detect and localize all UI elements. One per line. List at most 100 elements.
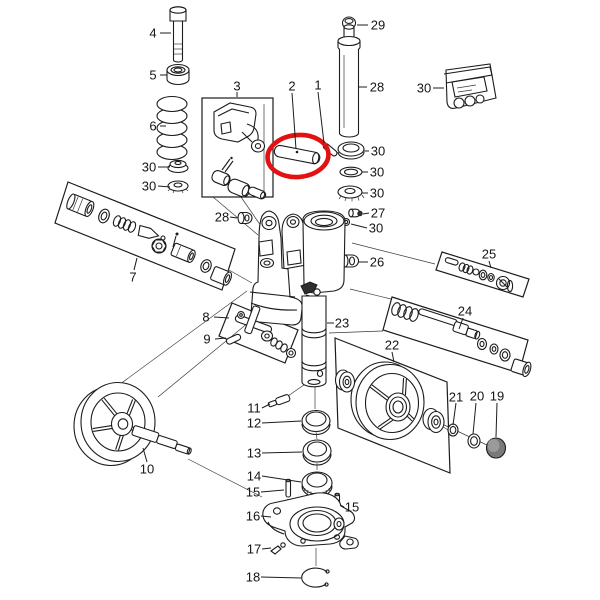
part-9-pin <box>225 333 242 345</box>
part-2-pin <box>273 144 321 165</box>
leader-line-15 <box>260 489 285 493</box>
part-3-bracket-assembly <box>211 102 267 200</box>
part-label-22: 22 <box>385 338 399 353</box>
leader-line-25 <box>488 260 492 269</box>
part-label-15: 15 <box>246 485 260 500</box>
part-30-ribbed-washer <box>337 185 365 202</box>
leader-line-10 <box>142 447 148 463</box>
part-10-axle <box>131 425 192 455</box>
part-label-11: 11 <box>247 401 261 416</box>
part-28-cap-nut <box>237 211 253 225</box>
part-22-bearing-right <box>422 407 445 434</box>
part-6-spring <box>156 95 188 161</box>
part-label-28: 28 <box>215 210 229 225</box>
leader-line-19 <box>495 402 498 438</box>
part-label-4: 4 <box>149 26 156 41</box>
part-28-ram-cylinder <box>337 24 361 138</box>
part-30-seal-kit-bag <box>443 63 497 109</box>
part-8-lever-assembly <box>234 305 297 359</box>
leader-line-12 <box>261 420 302 424</box>
leader-line-14 <box>261 475 302 483</box>
part-30-seal-ring <box>337 141 365 160</box>
part-label-3: 3 <box>233 79 240 94</box>
leader-line-16 <box>260 515 272 518</box>
leader-line-1 <box>317 91 325 144</box>
part-16-base-plate <box>262 492 359 550</box>
part-label-28: 28 <box>370 80 384 95</box>
part-label-30: 30 <box>370 186 384 201</box>
part-7-valve-kit <box>66 193 232 286</box>
part-label-6: 6 <box>149 119 156 134</box>
part-label-5: 5 <box>149 68 156 83</box>
part-20-ring <box>467 433 481 449</box>
leader-line-27 <box>362 212 370 215</box>
part-17-grease-fitting <box>270 542 286 555</box>
part-label-2: 2 <box>288 79 295 94</box>
part-19-cap <box>485 437 507 459</box>
part-label-20: 20 <box>470 389 484 404</box>
part-label-16: 16 <box>246 509 260 524</box>
part-22-wheel <box>350 361 425 441</box>
leader-line-28 <box>229 216 238 219</box>
part-4-bolt <box>169 6 187 63</box>
part-22-bearing-left <box>334 369 356 393</box>
part-label-30: 30 <box>369 221 383 236</box>
highlight-ellipse <box>265 132 331 180</box>
leader-line-11 <box>261 403 271 409</box>
part-label-19: 19 <box>490 389 504 404</box>
part-label-23: 23 <box>335 316 349 331</box>
leader-line-20 <box>472 402 477 435</box>
leader-line-18 <box>260 576 302 579</box>
leader-line-21 <box>452 402 457 426</box>
part-label-7: 7 <box>129 270 136 285</box>
group-box-7 <box>54 181 236 291</box>
part-5-bushing <box>166 63 190 86</box>
leader-line-13 <box>261 451 303 454</box>
leader-line-30 <box>157 185 171 188</box>
part-30-washer-upper <box>167 159 189 174</box>
part-18-retaining-ring <box>301 567 330 588</box>
part-10-wheel <box>73 381 192 467</box>
part-label-10: 10 <box>140 462 154 477</box>
group-box-22 <box>334 337 451 474</box>
part-13-cup-seal <box>302 439 332 466</box>
part-label-1: 1 <box>314 78 321 93</box>
part-11-pin <box>267 394 291 408</box>
part-30-flat-ring <box>339 166 363 178</box>
part-30-washer-lower <box>167 180 189 194</box>
part-label-9: 9 <box>203 332 210 347</box>
part-label-24: 24 <box>458 304 472 319</box>
part-label-8: 8 <box>202 310 209 325</box>
group-box-25 <box>435 251 530 298</box>
part-label-14: 14 <box>247 469 261 484</box>
part-label-26: 26 <box>370 255 384 270</box>
part-label-30: 30 <box>417 81 431 96</box>
leader-line-2 <box>291 92 297 150</box>
part-15-pin-left <box>285 478 292 498</box>
pump-body <box>249 210 346 326</box>
part-label-30: 30 <box>370 165 384 180</box>
part-label-29: 29 <box>371 18 385 33</box>
part-label-27: 27 <box>371 206 385 221</box>
leader-line-8 <box>213 316 230 319</box>
part-label-25: 25 <box>482 247 496 262</box>
part-label-30: 30 <box>142 160 156 175</box>
part-24-valve-kit <box>391 302 532 378</box>
leader-line-15 <box>339 504 345 508</box>
group-box-24 <box>382 296 529 374</box>
part-23-pump-tube <box>301 295 327 388</box>
leader-line-24 <box>458 317 464 330</box>
leader-line-22 <box>391 351 395 363</box>
part-label-30: 30 <box>142 179 156 194</box>
part-label-13: 13 <box>247 446 261 461</box>
part-12-seal-ring <box>301 409 331 435</box>
leader-line-9 <box>214 337 227 340</box>
part-25-valve-kit <box>444 257 514 293</box>
leader-line-30 <box>350 223 368 229</box>
part-21-ring <box>447 423 459 437</box>
part-27-plug <box>348 208 363 218</box>
part-label-12: 12 <box>247 416 261 431</box>
